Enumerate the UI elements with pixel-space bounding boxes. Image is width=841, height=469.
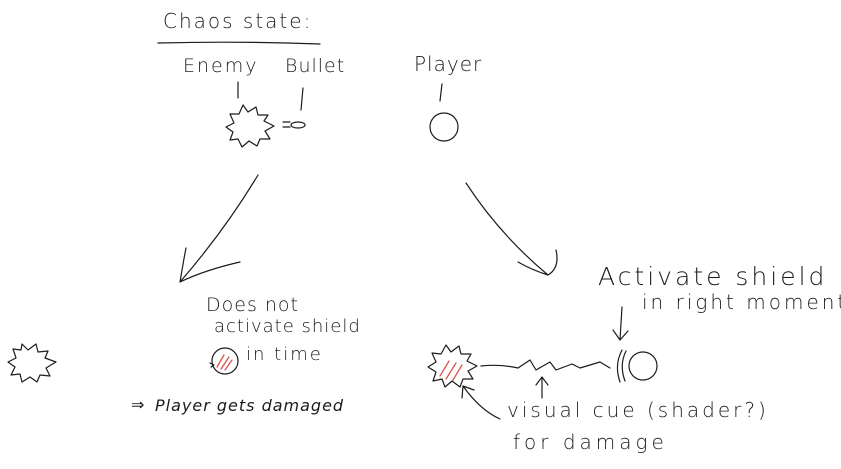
right-outcome-line1: Activate shield	[598, 262, 828, 291]
bullet-speed-lines	[282, 121, 291, 128]
diagram-title: Chaos state:	[163, 9, 313, 33]
left-outcome-line2: activate shield	[214, 316, 361, 337]
label-enemy: Enemy	[183, 55, 259, 77]
player-circle-damaged	[211, 347, 239, 375]
right-outcome-line2: in right moment	[642, 290, 841, 314]
player-circle-right	[628, 351, 658, 381]
branch-arrow-right	[465, 182, 558, 276]
label-bullet: Bullet	[285, 55, 346, 77]
title-underline	[157, 41, 321, 45]
branch-arrow-left	[179, 174, 259, 283]
player-circle-top	[429, 112, 459, 142]
damage-hatch-left	[216, 354, 233, 371]
player-impact-mark	[209, 362, 215, 368]
result-arrow: ⇒	[131, 395, 146, 414]
shield-pointer-arrow	[612, 306, 629, 341]
label-player: Player	[414, 52, 483, 76]
cue-pointer-arrow	[461, 385, 501, 420]
visual-cue-line1: visual cue (shader?)	[507, 398, 769, 422]
damage-hatch-right	[439, 360, 463, 381]
bullet-shape	[290, 121, 306, 129]
player-pointer-line	[439, 83, 443, 102]
left-outcome-result: Player gets damaged	[155, 396, 345, 415]
enemy-spiky-damaged	[427, 344, 478, 388]
trail-pointer-arrow	[535, 376, 549, 399]
left-outcome-line1: Does not	[206, 294, 299, 316]
reflected-bullet-trail	[480, 359, 611, 371]
visual-cue-line2: for damage	[513, 430, 668, 454]
shield-arc	[616, 349, 627, 383]
left-outcome-line3: in time	[246, 344, 323, 365]
bullet-pointer-line	[300, 87, 304, 111]
enemy-spiky-top	[225, 104, 275, 148]
enemy-spiky-left	[7, 343, 57, 383]
